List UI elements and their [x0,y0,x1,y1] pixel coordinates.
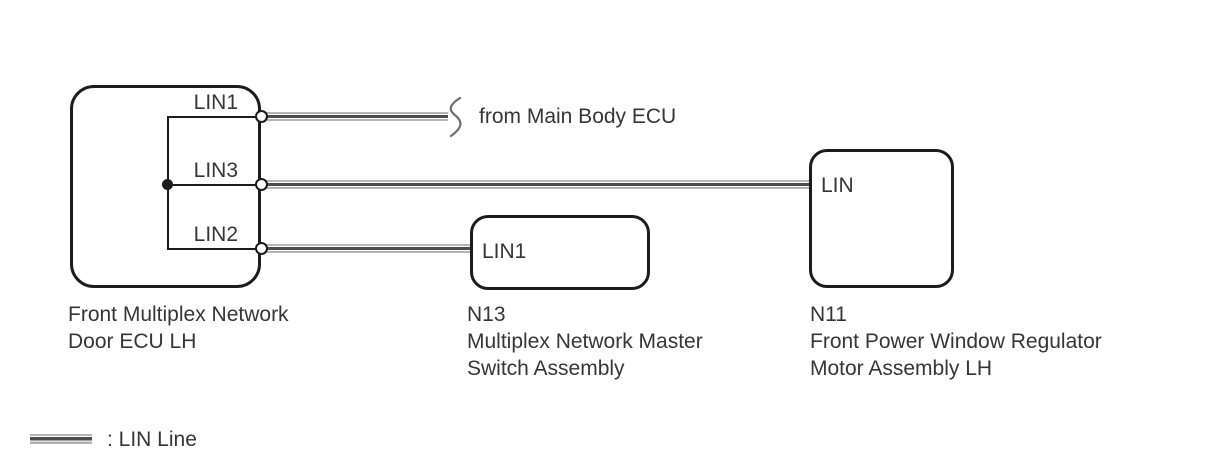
wire-break-icon [449,96,462,138]
internal-wire-lin3 [167,184,261,186]
pin-label-lin3: LIN3 [193,159,238,182]
n11-label-code: N11 [810,303,847,326]
door-ecu-lh-label-line1: Front Multiplex Network [68,303,289,326]
lin-line-lin3-to-n11 [262,180,810,189]
lin-line-lin2-to-n13 [262,244,470,253]
n11-box [809,149,954,288]
n13-label-line2: Switch Assembly [467,357,625,380]
lin-line-lin1-to-main-body-ecu [262,112,448,121]
pin-circle-lin3 [255,178,268,191]
pin-circle-lin2 [255,242,268,255]
pin-label-lin1: LIN1 [193,91,238,114]
pin-label-n13-lin1: LIN1 [482,240,527,263]
pin-label-n11-lin: LIN [821,174,854,197]
legend-lin-line-label: : LIN Line [107,428,197,451]
n13-label: N13 Multiplex Network Master Switch Asse… [467,301,703,382]
door-ecu-lh-label-line2: Door ECU LH [68,330,197,353]
pin-circle-lin1 [255,110,268,123]
internal-wire-lin2 [167,248,261,250]
internal-wire-lin1 [167,116,261,118]
n13-label-line1: Multiplex Network Master [467,330,703,353]
annotation-from-main-body-ecu: from Main Body ECU [479,105,677,128]
n13-box [470,215,650,290]
n11-label-line1: Front Power Window Regulator [810,330,1102,353]
junction-dot [162,179,173,190]
n11-label: N11 Front Power Window Regulator Motor A… [810,301,1102,382]
n13-label-code: N13 [467,303,506,326]
legend-lin-line-sample-icon [30,434,92,444]
n11-label-line2: Motor Assembly LH [810,357,993,380]
pin-label-lin2: LIN2 [193,223,238,246]
door-ecu-lh-label: Front Multiplex Network Door ECU LH [68,301,289,355]
